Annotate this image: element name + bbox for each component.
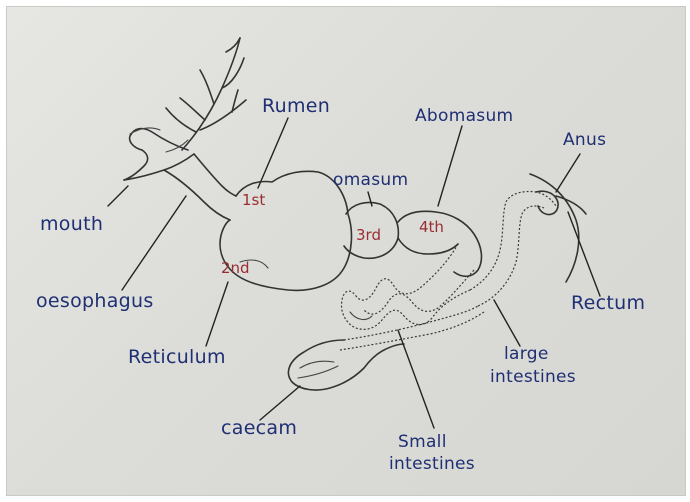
rectum-drawing bbox=[530, 174, 586, 282]
chamber-number-second: 2nd bbox=[221, 259, 250, 277]
label-large-intestines-line2: intestines bbox=[490, 367, 576, 387]
label-small-intestines-line2: intestines bbox=[389, 454, 475, 474]
label-reticulum: Reticulum bbox=[128, 346, 226, 368]
label-large-intestines-line1: large bbox=[504, 344, 549, 364]
label-abomasum: Abomasum bbox=[415, 106, 513, 126]
oesophagus-tube bbox=[164, 154, 236, 220]
chamber-number-third: 3rd bbox=[356, 226, 381, 244]
label-anus: Anus bbox=[563, 130, 606, 150]
chamber-number-first: 1st bbox=[242, 191, 265, 209]
label-rumen: Rumen bbox=[262, 95, 330, 117]
chamber-number-fourth: 4th bbox=[419, 218, 444, 236]
label-omasum: omasum bbox=[333, 170, 408, 190]
label-caecum: caecam bbox=[221, 417, 297, 439]
label-mouth: mouth bbox=[40, 213, 103, 235]
label-rectum: Rectum bbox=[571, 292, 645, 314]
antlers-drawing bbox=[166, 38, 246, 150]
label-small-intestines-line1: Small bbox=[398, 432, 447, 452]
caecum-pouch bbox=[288, 340, 404, 390]
label-oesophagus: oesophagus bbox=[36, 290, 154, 312]
head-drawing bbox=[124, 128, 194, 180]
